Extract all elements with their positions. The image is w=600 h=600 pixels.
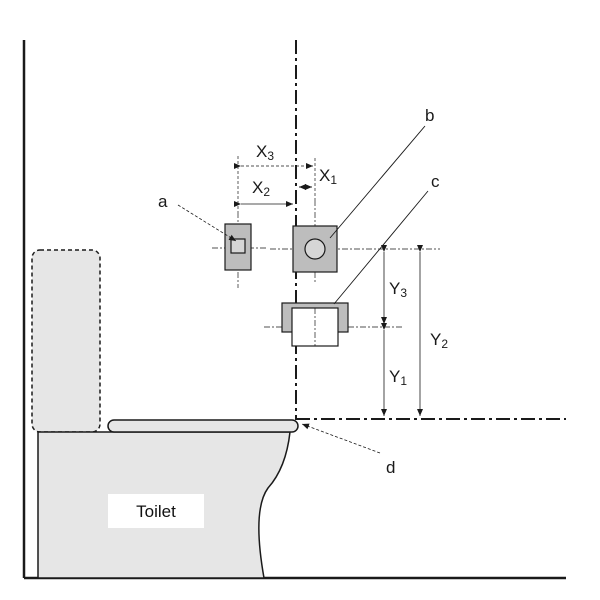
leader-b xyxy=(329,125,426,239)
leader-a xyxy=(177,204,237,242)
label-c: c xyxy=(431,172,440,191)
label-a: a xyxy=(158,192,168,211)
label-b: b xyxy=(425,106,434,125)
label-d: d xyxy=(386,458,395,477)
toilet-tank xyxy=(31,249,101,433)
leader-d xyxy=(301,423,381,454)
x2-label: X2 xyxy=(252,178,270,199)
y3-label: Y3 xyxy=(389,279,407,300)
x3-label: X3 xyxy=(256,142,274,163)
y1-label: Y1 xyxy=(389,367,407,388)
leader-c xyxy=(333,190,429,305)
device-b-circle xyxy=(304,238,326,260)
x1-label: X1 xyxy=(319,166,337,187)
toilet-label: Toilet xyxy=(136,502,176,521)
toilet-label-box xyxy=(108,494,204,528)
toilet-seat xyxy=(107,419,299,433)
device-a-button xyxy=(230,238,246,254)
y2-label: Y2 xyxy=(430,330,448,351)
